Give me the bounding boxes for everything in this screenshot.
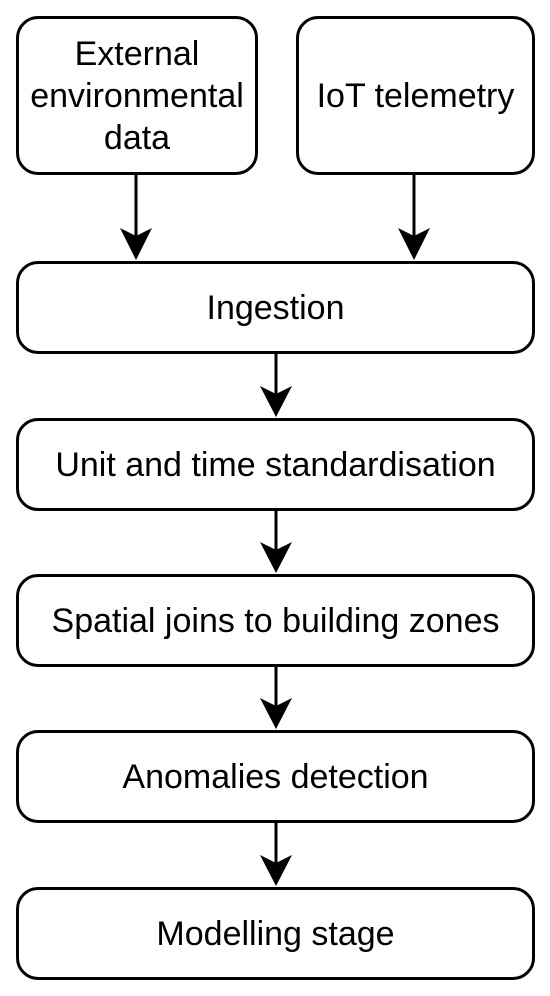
- node-spatial-label: Spatial joins to building zones: [51, 601, 500, 640]
- node-ingestion-label: Ingestion: [206, 288, 345, 327]
- node-iot-label: IoT telemetry: [316, 76, 515, 115]
- node-external-label: External environmental data: [30, 34, 244, 157]
- node-modelling-stage: Modelling stage: [16, 887, 535, 980]
- node-unit-time-standardisation: Unit and time standardisation: [16, 418, 535, 511]
- node-spatial-joins: Spatial joins to building zones: [16, 574, 535, 667]
- arrow-ingestion-to-unit: [260, 354, 292, 417]
- arrow-anomalies-to-modelling: [260, 823, 292, 886]
- arrow-external-to-ingestion: [120, 175, 152, 260]
- arrow-unit-to-spatial: [260, 511, 292, 573]
- node-unit-time-label: Unit and time standardisation: [55, 445, 496, 484]
- node-anomalies-label: Anomalies detection: [122, 757, 429, 796]
- node-external-environmental-data: External environmental data: [16, 16, 258, 175]
- arrow-spatial-to-anomalies: [260, 667, 292, 729]
- node-iot-telemetry: IoT telemetry: [296, 16, 535, 175]
- node-modelling-label: Modelling stage: [156, 914, 395, 953]
- node-anomalies-detection: Anomalies detection: [16, 730, 535, 823]
- arrow-iot-to-ingestion: [398, 175, 430, 260]
- node-ingestion: Ingestion: [16, 261, 535, 354]
